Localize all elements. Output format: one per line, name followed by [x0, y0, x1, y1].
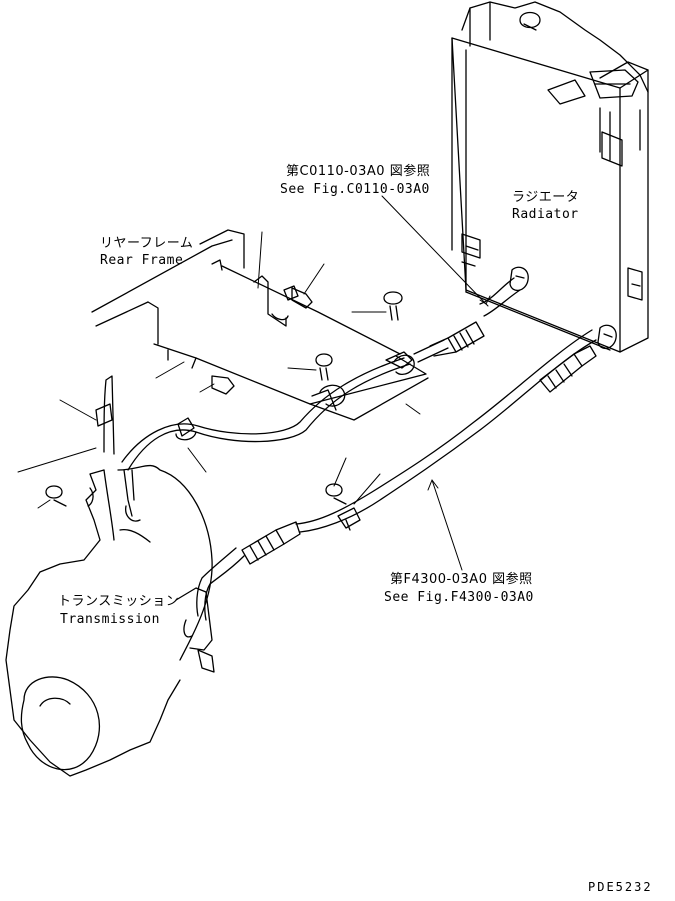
reference-bottom-ja: 第F4300-03A0 図参照	[390, 572, 533, 587]
transmission-label-en: Transmission	[60, 612, 160, 627]
hose-fittings	[241, 321, 597, 565]
leader-lines	[17, 195, 491, 571]
transmission-housing	[5, 375, 215, 777]
hose-lines	[121, 277, 597, 621]
radiator-assembly	[451, 1, 649, 353]
reference-bottom-en: See Fig.F4300-03A0	[384, 590, 534, 605]
transmission-label-ja: トランスミッション	[58, 594, 180, 609]
radiator-label-en: Radiator	[512, 207, 579, 222]
rear-frame-label-ja: リヤーフレーム	[100, 236, 194, 251]
drawing-code: PDE5232	[588, 880, 653, 894]
clamp-bracket-panel	[153, 265, 429, 421]
radiator-label-ja: ラジエータ	[512, 190, 580, 205]
clamps-bolts	[45, 285, 415, 531]
reference-top-en: See Fig.C0110-03A0	[280, 182, 430, 197]
rear-frame	[91, 229, 245, 345]
reference-top-ja: 第C0110-03A0 図参照	[286, 164, 431, 179]
rear-frame-label-en: Rear Frame	[100, 253, 184, 268]
